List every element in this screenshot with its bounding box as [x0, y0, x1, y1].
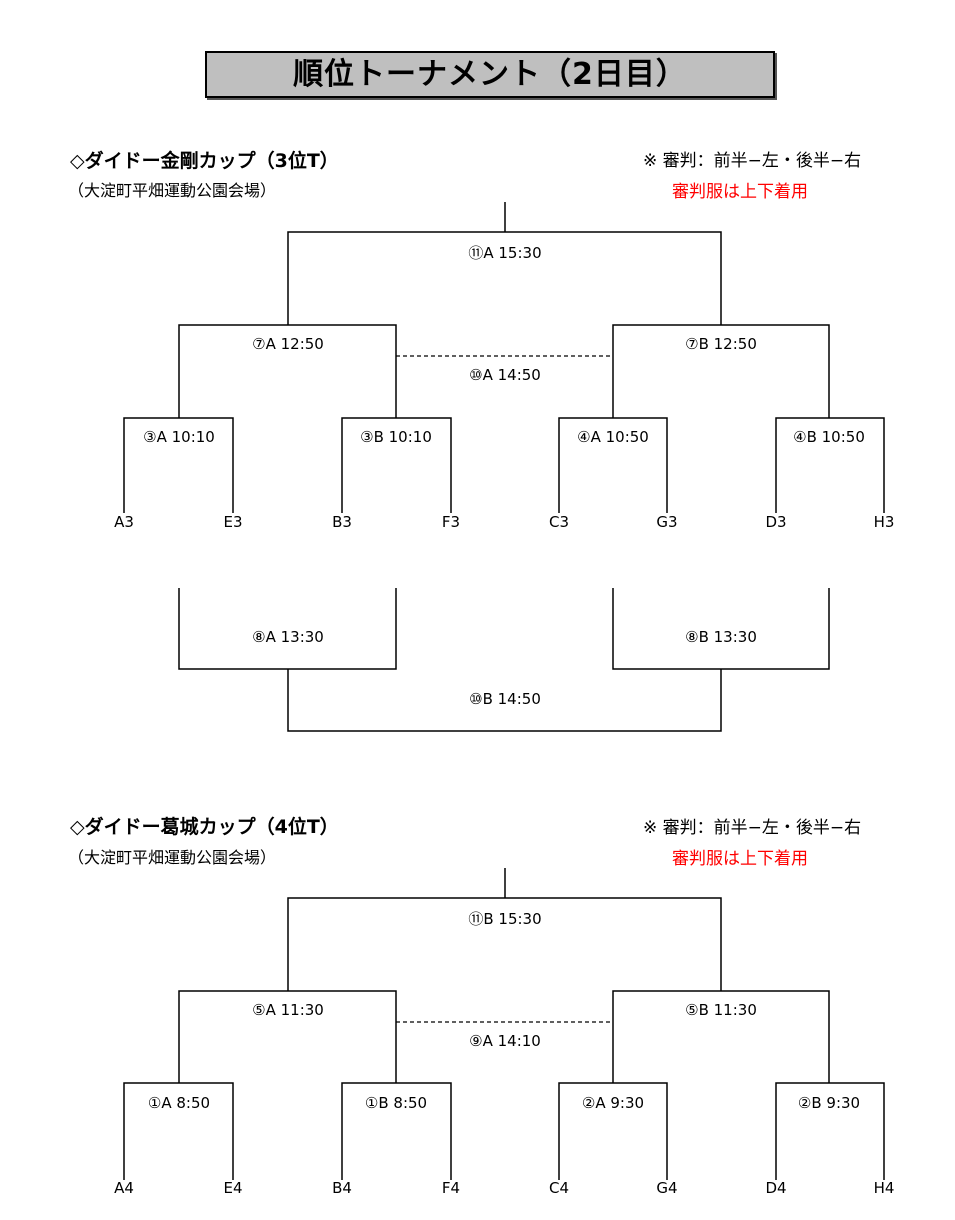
- team-label: F4: [441, 1179, 461, 1197]
- third-place-match: ⑨A 14:10: [469, 1032, 541, 1050]
- team-label: D3: [765, 513, 787, 531]
- final-match: ⑪A 15:30: [468, 244, 542, 262]
- team-label: A3: [114, 513, 134, 531]
- team-label: H3: [873, 513, 895, 531]
- semifinal-left: ⑦A 12:50: [252, 335, 324, 353]
- uniform-note: 審判服は上下着用: [672, 849, 808, 869]
- team-label: E3: [223, 513, 243, 531]
- quarterfinal: ①B 8:50: [364, 1094, 428, 1112]
- team-label: H4: [873, 1179, 895, 1197]
- quarterfinal: ②A 9:30: [581, 1094, 645, 1112]
- quarterfinal: ③B 10:10: [360, 428, 432, 446]
- cup-name: ◇ダイドー葛城カップ（4位T）: [70, 816, 339, 838]
- semifinal-right: ⑦B 12:50: [685, 335, 757, 353]
- quarterfinal: ②B 9:30: [797, 1094, 861, 1112]
- semifinal-right: ⑤B 11:30: [685, 1001, 757, 1019]
- consolation-final: ⑩B 14:50: [469, 690, 541, 708]
- team-label: E4: [223, 1179, 243, 1197]
- referee-note: ※ 審判：前半−左・後半−右: [643, 151, 862, 171]
- team-label: G3: [656, 513, 678, 531]
- uniform-note: 審判服は上下着用: [672, 182, 808, 202]
- consolation-match-left: ⑧A 13:30: [252, 628, 324, 646]
- team-label: C4: [548, 1179, 570, 1197]
- venue: （大淀町平畑運動公園会場）: [68, 848, 277, 867]
- team-label: A4: [114, 1179, 134, 1197]
- referee-note: ※ 審判：前半−左・後半−右: [643, 818, 862, 838]
- team-label: C3: [548, 513, 570, 531]
- quarterfinal: ③A 10:10: [143, 428, 215, 446]
- team-label: B3: [332, 513, 352, 531]
- venue: （大淀町平畑運動公園会場）: [68, 181, 277, 200]
- team-label: D4: [765, 1179, 787, 1197]
- team-label: G4: [656, 1179, 678, 1197]
- cup-name: ◇ダイドー金剛カップ（3位T）: [70, 150, 339, 172]
- quarterfinal: ①A 8:50: [147, 1094, 211, 1112]
- team-label: F3: [441, 513, 461, 531]
- third-place-match: ⑩A 14:50: [469, 366, 541, 384]
- final-match: ⑪B 15:30: [468, 910, 542, 928]
- quarterfinal: ④A 10:50: [577, 428, 649, 446]
- page-title: 順位トーナメント（2日目）: [205, 51, 775, 98]
- team-label: B4: [332, 1179, 352, 1197]
- semifinal-left: ⑤A 11:30: [252, 1001, 324, 1019]
- quarterfinal: ④B 10:50: [793, 428, 865, 446]
- consolation-match-right: ⑧B 13:30: [685, 628, 757, 646]
